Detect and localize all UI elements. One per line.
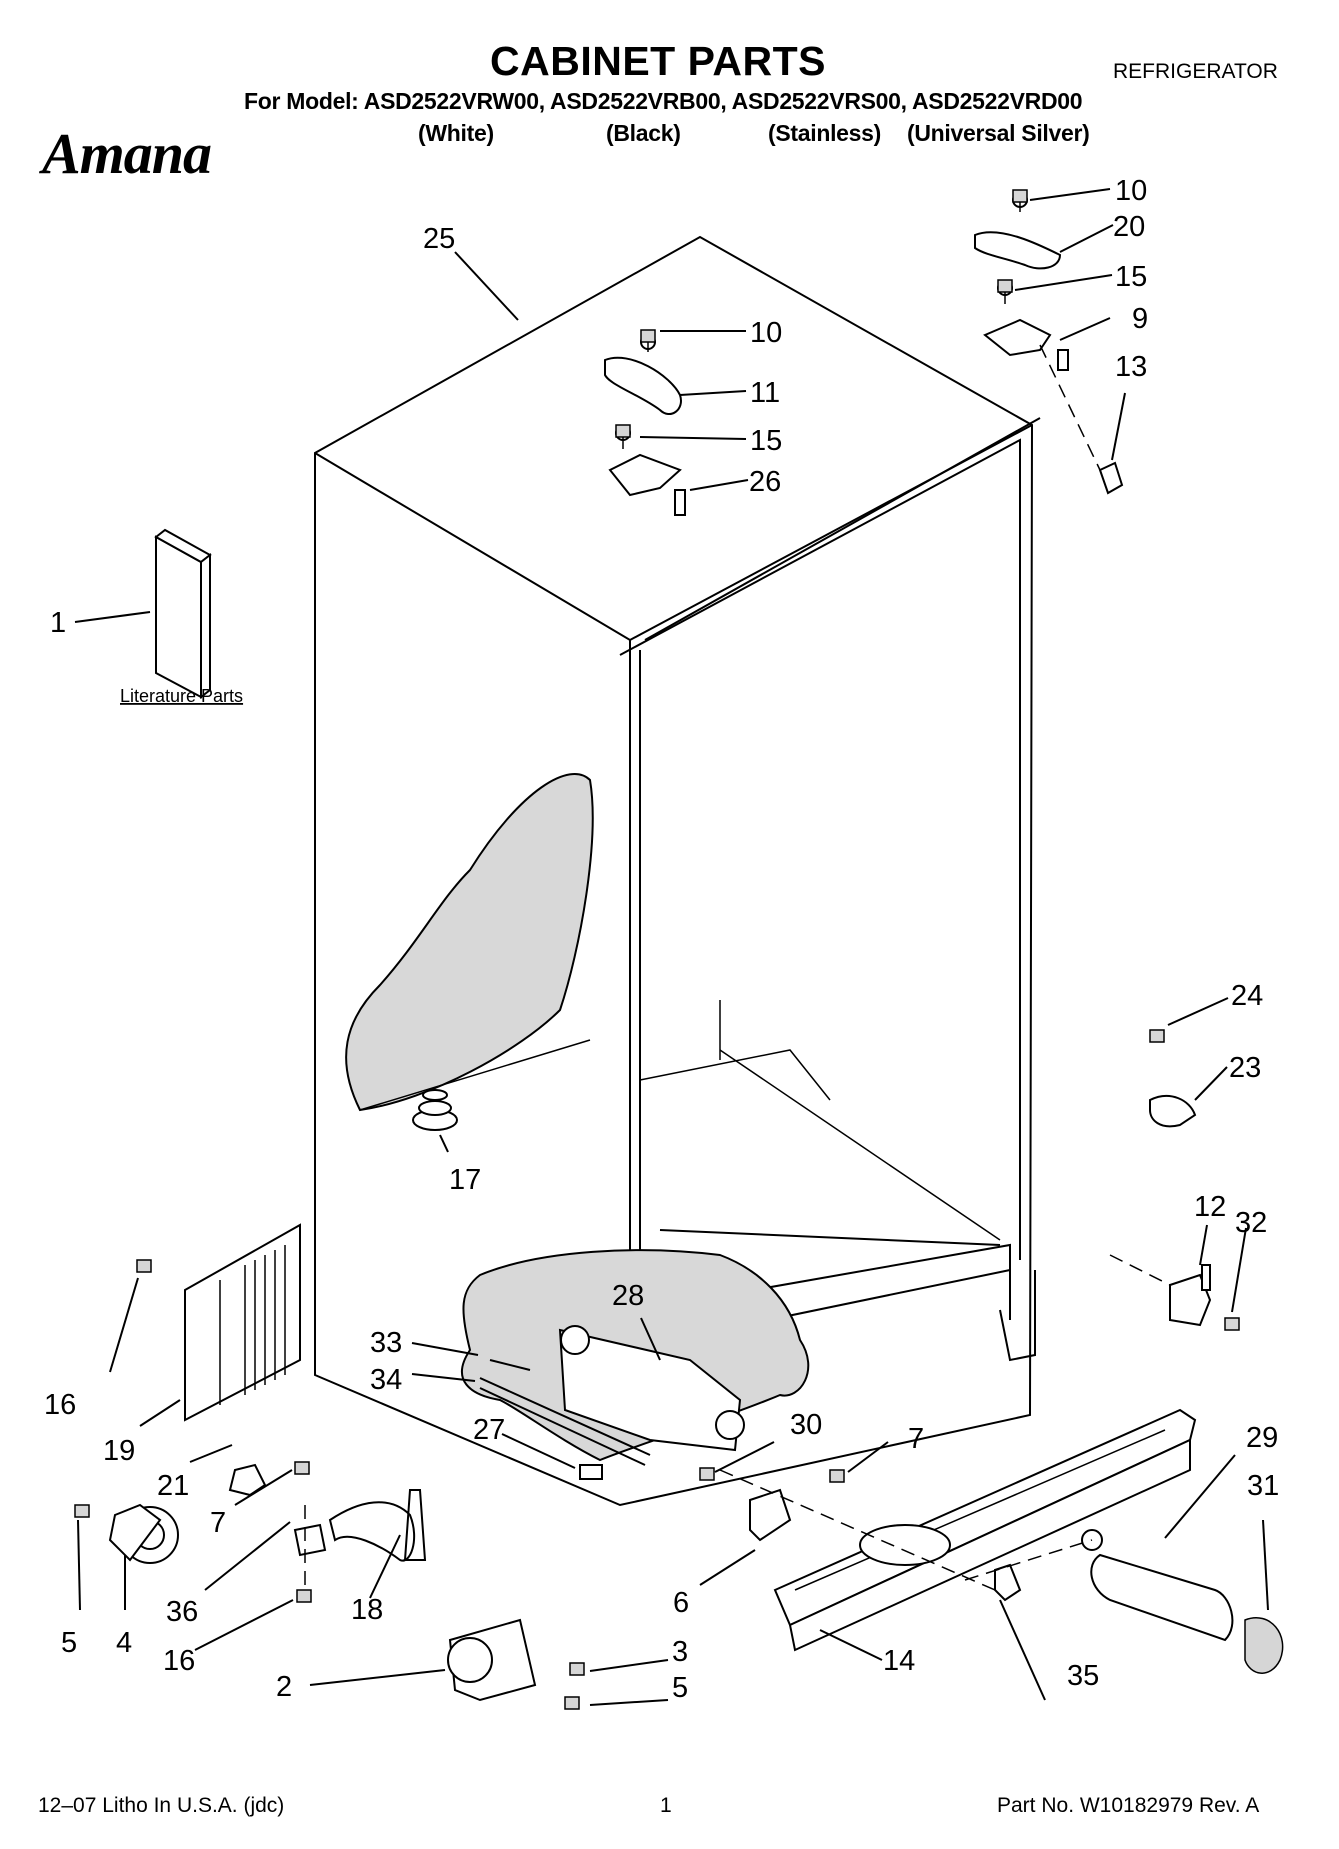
callout-2: 2 [276, 1671, 292, 1703]
callout-16-upper: 16 [44, 1389, 76, 1421]
variant-white: (White) [418, 120, 494, 146]
screw-24 [1149, 1029, 1165, 1043]
tube-clamp [293, 1523, 327, 1557]
variant-black: (Black) [606, 120, 681, 146]
callout-14: 14 [883, 1645, 915, 1677]
callout-3: 3 [672, 1636, 688, 1668]
screw-30 [699, 1467, 715, 1481]
filter-cap [1244, 1617, 1284, 1674]
screw-16-upper [136, 1259, 152, 1273]
callout-1: 1 [50, 607, 66, 639]
callout-18: 18 [351, 1594, 383, 1626]
callout-5-left: 5 [61, 1627, 77, 1659]
model-list: For Model: ASD2522VRW00, ASD2522VRB00, A… [244, 88, 1083, 114]
callout-20: 20 [1113, 211, 1145, 243]
callout-32: 32 [1235, 1207, 1267, 1239]
water-tubes [479, 1359, 651, 1466]
top-hinge-right [974, 192, 1069, 371]
callout-19: 19 [103, 1435, 135, 1467]
toe-grille [773, 1408, 1197, 1652]
callout-4: 4 [116, 1627, 132, 1659]
drain-tube [328, 1489, 427, 1562]
callout-29: 29 [1246, 1422, 1278, 1454]
callout-33: 33 [370, 1327, 402, 1359]
callout-13: 13 [1115, 351, 1147, 383]
callout-24: 24 [1231, 980, 1263, 1012]
screw-15-right [997, 279, 1013, 304]
callout-7-left: 7 [210, 1507, 226, 1539]
screw-32 [1224, 1317, 1240, 1331]
callout-36: 36 [166, 1596, 198, 1628]
water-filter-cartridge [1081, 1529, 1234, 1642]
cabinet-cutaway-upper [345, 773, 594, 1112]
cabinet-body [314, 235, 1041, 1507]
rear-access-panel [184, 1223, 301, 1422]
page-number: 1 [660, 1794, 672, 1817]
callout-5-right: 5 [672, 1672, 688, 1704]
callout-6: 6 [673, 1587, 689, 1619]
callout-10-left: 10 [750, 317, 782, 349]
screw-15-left [615, 424, 631, 449]
callout-12: 12 [1194, 1191, 1226, 1223]
callout-35: 35 [1067, 1660, 1099, 1692]
variant-universal-silver: (Universal Silver) [907, 120, 1090, 146]
water-valve-assembly [558, 1325, 745, 1452]
literature-parts-label: Literature Parts [120, 686, 243, 706]
screw-7-left [294, 1461, 310, 1475]
filter-head [749, 1488, 1022, 1602]
callout-27: 27 [473, 1414, 505, 1446]
rear-roller-bracket [447, 1618, 537, 1702]
screw-16-lower [296, 1589, 312, 1603]
callout-10-right: 10 [1115, 175, 1147, 207]
screw-10-left [640, 329, 656, 352]
roller-assembly [108, 1503, 179, 1564]
door-stop [1149, 1095, 1197, 1128]
callout-23: 23 [1229, 1052, 1261, 1084]
callout-16-lower: 16 [163, 1645, 195, 1677]
variant-stainless: (Stainless) [768, 120, 882, 146]
callout-9: 9 [1132, 303, 1148, 335]
clamp-bracket [228, 1463, 267, 1497]
page-title: CABINET PARTS [490, 38, 827, 84]
hinge-hole-cap [1098, 461, 1124, 495]
screw-5-right [564, 1696, 580, 1710]
screw-3 [569, 1662, 585, 1676]
callout-28: 28 [612, 1280, 644, 1312]
lower-hinge-bracket [1169, 1264, 1212, 1327]
callout-11: 11 [750, 377, 780, 409]
drain-fitting [412, 1089, 458, 1131]
callout-31: 31 [1247, 1470, 1279, 1502]
callout-15-left: 15 [750, 425, 782, 457]
callout-15-right: 15 [1115, 261, 1147, 293]
callout-34: 34 [370, 1364, 402, 1396]
screw-10-right [1012, 189, 1028, 212]
callout-17: 17 [449, 1164, 481, 1196]
callout-26: 26 [749, 466, 781, 498]
screw-5-left [74, 1504, 90, 1518]
appliance-type: REFRIGERATOR [1113, 60, 1278, 83]
callout-7-right: 7 [908, 1423, 924, 1455]
screw-7-right [829, 1469, 845, 1483]
callout-25: 25 [423, 223, 455, 255]
footer-print-info: 12–07 Litho In U.S.A. (jdc) [38, 1794, 285, 1817]
assembly-dashed-lines [304, 344, 1171, 1591]
leader-arrows [74, 188, 1269, 1706]
literature-booklet [154, 528, 212, 700]
callout-labels: 1 2 3 4 5 5 6 7 7 9 10 10 11 12 13 14 15… [44, 175, 1279, 1704]
brand-logo: Amana [42, 121, 212, 186]
tube-clip [579, 1464, 603, 1480]
callout-30: 30 [790, 1409, 822, 1441]
part-number: Part No. W10182979 Rev. A [997, 1794, 1260, 1817]
callout-21: 21 [157, 1470, 189, 1502]
